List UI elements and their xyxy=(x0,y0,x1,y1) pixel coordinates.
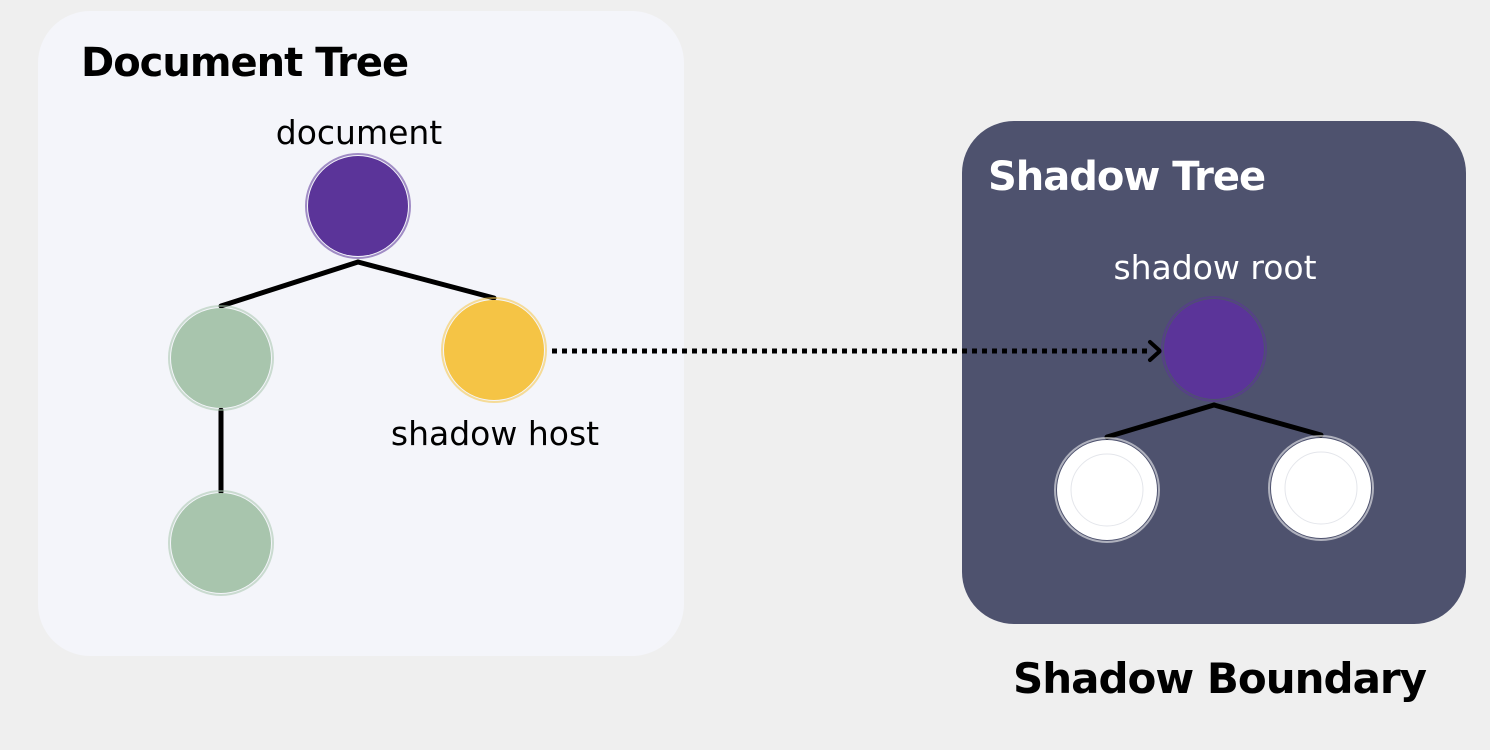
node-grandchild xyxy=(168,490,274,596)
node-shadow-host xyxy=(441,297,547,403)
edge-document-shadow-host xyxy=(355,259,497,301)
node-shadow-root xyxy=(1161,296,1267,402)
shadow-boundary-label: Shadow Boundary xyxy=(1013,654,1427,703)
node-shadow-child-right xyxy=(1268,435,1374,541)
document-tree-panel xyxy=(38,11,684,656)
shadow-tree-title: Shadow Tree xyxy=(988,154,1266,200)
document-tree-title: Document Tree xyxy=(81,40,409,86)
node-shadow-child-left xyxy=(1054,437,1160,543)
connector-arrowhead xyxy=(1148,340,1162,362)
document-node-label: document xyxy=(275,113,443,152)
edge-document-child-left xyxy=(218,259,361,309)
shadow-host-label: shadow host xyxy=(390,414,600,453)
edge-root-child-left xyxy=(1104,402,1217,440)
node-child-left xyxy=(168,305,274,411)
shadow-root-label: shadow root xyxy=(1113,248,1317,287)
edge-root-child-right xyxy=(1211,402,1324,438)
node-document xyxy=(305,153,411,259)
